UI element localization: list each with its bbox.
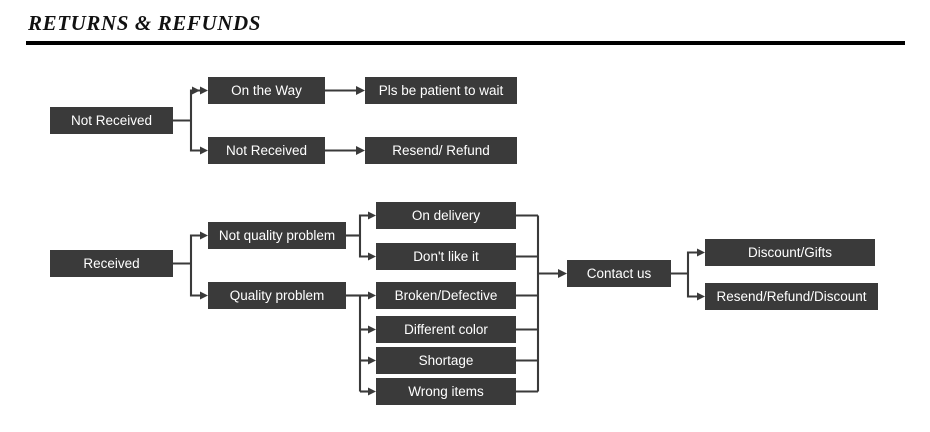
node-not-received-root[interactable]: Not Received xyxy=(50,107,173,134)
node-wrong-items[interactable]: Wrong items xyxy=(376,378,516,405)
node-on-the-way[interactable]: On the Way xyxy=(208,77,325,104)
node-different-color[interactable]: Different color xyxy=(376,316,516,343)
node-discount-gifts[interactable]: Discount/Gifts xyxy=(705,239,875,266)
node-contact-us[interactable]: Contact us xyxy=(567,260,671,287)
node-dont-like-it[interactable]: Don't like it xyxy=(376,243,516,270)
node-received-root[interactable]: Received xyxy=(50,250,173,277)
node-pls-be-patient-to-wait[interactable]: Pls be patient to wait xyxy=(365,77,517,104)
node-broken-defective[interactable]: Broken/Defective xyxy=(376,282,516,309)
page-title: RETURNS & REFUNDS xyxy=(28,11,262,35)
title-divider xyxy=(26,41,905,45)
node-not-received-child[interactable]: Not Received xyxy=(208,137,325,164)
node-resend-refund-discount[interactable]: Resend/Refund/Discount xyxy=(705,283,878,310)
node-on-delivery[interactable]: On delivery xyxy=(376,202,516,229)
node-not-quality-problem[interactable]: Not quality problem xyxy=(208,222,346,249)
node-shortage[interactable]: Shortage xyxy=(376,347,516,374)
node-quality-problem[interactable]: Quality problem xyxy=(208,282,346,309)
node-resend-refund[interactable]: Resend/ Refund xyxy=(365,137,517,164)
